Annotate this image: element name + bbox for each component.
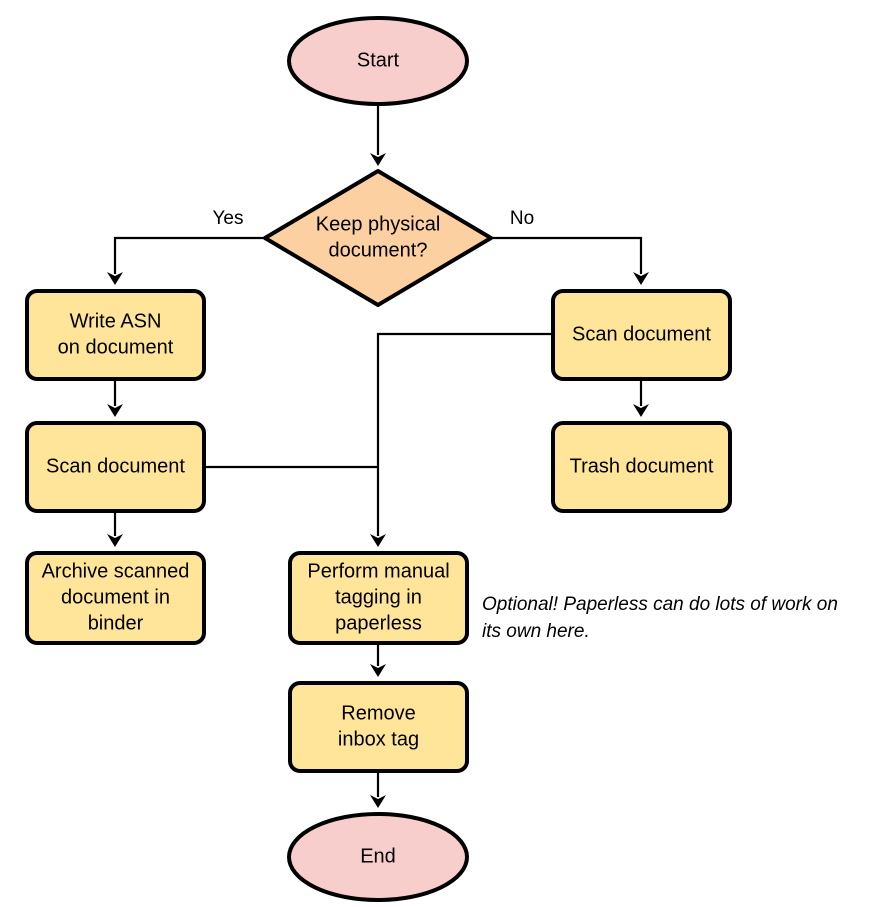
edge-line: [113, 236, 266, 274]
node-archive-scanned[interactable]: Archive scanned document in binder: [25, 551, 206, 645]
node-label: Scan document: [572, 323, 711, 345]
node-write-asn[interactable]: Write ASN on document: [25, 289, 206, 381]
node-label: Write ASN: [70, 310, 162, 332]
edge-tagging-to-remove-inbox: [370, 643, 386, 677]
process-shape: [288, 551, 469, 645]
edge-arrowhead: [633, 404, 649, 417]
node-label: Scan document: [46, 455, 185, 477]
edges-layer: Yes No: [107, 104, 649, 808]
process-shape: [25, 551, 206, 645]
node-label: Remove: [341, 702, 415, 724]
decision-shape: [263, 169, 493, 307]
edge-line: [491, 236, 643, 274]
edge-label: Yes: [213, 208, 244, 229]
node-label: on document: [58, 336, 174, 358]
node-label: End: [360, 845, 396, 867]
edge-arrowhead: [370, 153, 386, 166]
node-label: inbox tag: [338, 728, 419, 750]
node-start[interactable]: Start: [287, 16, 469, 106]
annotations-layer: Optional! Paperless can do lots of work …: [482, 594, 838, 642]
node-label: paperless: [335, 612, 422, 634]
node-label: binder: [88, 612, 144, 634]
edge-label: No: [510, 208, 534, 229]
process-shape: [25, 289, 206, 381]
edge-decision-yes-to-write-asn: Yes: [107, 208, 266, 285]
edge-scan-right-to-tagging: [370, 332, 553, 547]
edge-write-asn-to-scan-left: [107, 379, 123, 417]
node-label: document in: [61, 586, 170, 608]
edge-arrowhead: [370, 795, 386, 808]
node-trash-document[interactable]: Trash document: [551, 421, 732, 513]
process-shape: [551, 421, 732, 513]
node-end[interactable]: End: [287, 812, 469, 902]
edge-arrowhead: [370, 664, 386, 677]
node-scan-document-left[interactable]: Scan document: [25, 421, 206, 513]
annotation-optional-note: Optional! Paperless can do lots of work …: [482, 594, 838, 642]
node-remove-inbox-tag[interactable]: Remove inbox tag: [288, 681, 469, 773]
edge-arrowhead: [107, 404, 123, 417]
node-label: document?: [329, 239, 428, 261]
edge-decision-no-to-scan-right: No: [491, 208, 649, 285]
node-label: tagging in: [335, 586, 422, 608]
process-shape: [551, 289, 732, 381]
node-label: Keep physical: [316, 213, 441, 235]
node-perform-manual-tagging[interactable]: Perform manual tagging in paperless: [288, 551, 469, 645]
node-label: Archive scanned: [42, 560, 190, 582]
node-decision-keep-physical[interactable]: Keep physical document?: [263, 169, 493, 307]
edge-line: [376, 332, 553, 536]
node-label: Trash document: [570, 455, 714, 477]
edge-arrowhead: [107, 272, 123, 285]
edge-start-to-decision: [370, 104, 386, 166]
edge-remove-inbox-to-end: [370, 771, 386, 808]
annotation-line: its own here.: [482, 621, 590, 642]
terminator-shape: [287, 16, 469, 106]
edge-arrowhead: [107, 534, 123, 547]
node-label: Start: [357, 49, 400, 71]
node-label: Perform manual: [307, 560, 449, 582]
process-shape: [25, 421, 206, 513]
edge-scan-right-to-trash: [633, 379, 649, 417]
terminator-shape: [287, 812, 469, 902]
node-scan-document-right[interactable]: Scan document: [551, 289, 732, 381]
process-shape: [288, 681, 469, 773]
edge-arrowhead: [633, 272, 649, 285]
edge-scan-left-to-archive: [107, 511, 123, 547]
annotation-line: Optional! Paperless can do lots of work …: [482, 594, 838, 615]
edge-arrowhead: [370, 534, 386, 547]
